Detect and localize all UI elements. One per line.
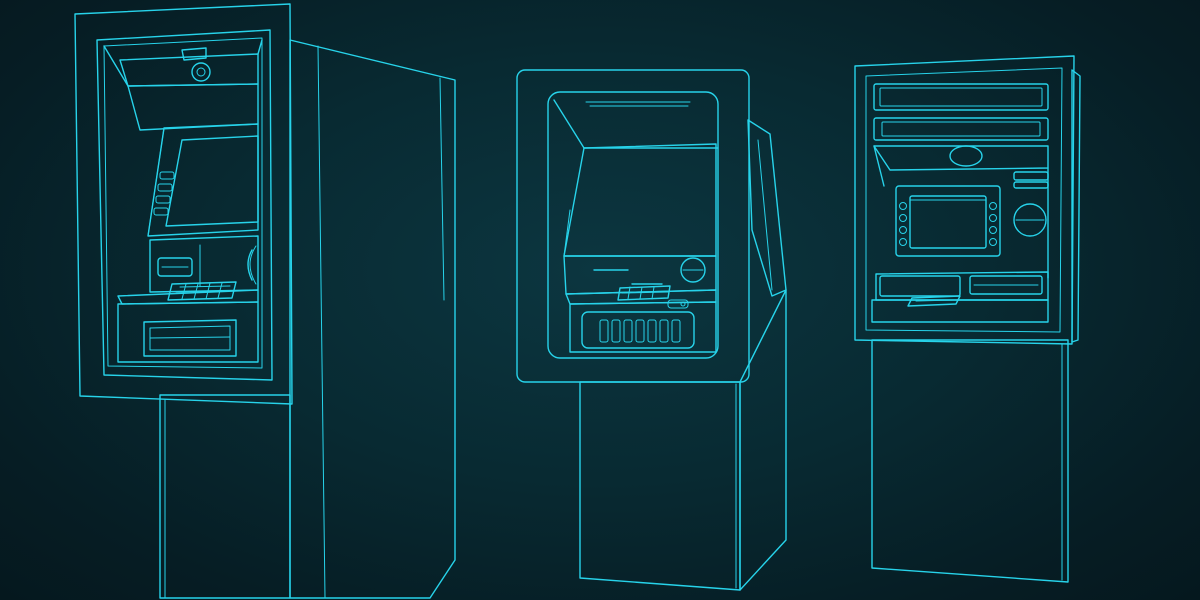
atm-left-keypad bbox=[117, 281, 259, 305]
atm-right-lower-panel bbox=[871, 271, 1049, 323]
atm-right-side-keys bbox=[899, 202, 997, 246]
atm-left-cabinet bbox=[159, 39, 456, 599]
atm-right-front-frame bbox=[854, 55, 1075, 345]
atm-left-cash-dispenser bbox=[117, 301, 259, 363]
atm-middle-fascia bbox=[563, 255, 717, 295]
atm-middle bbox=[516, 69, 787, 591]
atm-middle-keypad bbox=[565, 285, 717, 309]
atm-middle-back-box bbox=[747, 119, 787, 297]
atm-middle-cash-dispenser bbox=[569, 301, 717, 353]
atm-right-controls bbox=[1013, 171, 1049, 237]
camera-icon bbox=[181, 47, 211, 82]
logo-badge-icon bbox=[949, 145, 983, 167]
atm-middle-hood bbox=[553, 99, 719, 149]
atm-left-screen bbox=[147, 123, 259, 237]
atm-left-side-keys bbox=[153, 171, 175, 216]
atm-left-front-frame bbox=[74, 3, 293, 405]
atm-middle-screen bbox=[563, 143, 717, 257]
atm-middle-front-frame bbox=[516, 69, 750, 383]
atm-right-screen bbox=[895, 185, 1001, 257]
atm-middle-pedestal bbox=[579, 289, 787, 591]
atm-right-hood bbox=[873, 145, 1049, 279]
atm-right-top-slots bbox=[873, 83, 1049, 141]
atm-right bbox=[854, 55, 1081, 583]
atm-right-base bbox=[871, 339, 1069, 583]
atm-left bbox=[74, 3, 456, 599]
